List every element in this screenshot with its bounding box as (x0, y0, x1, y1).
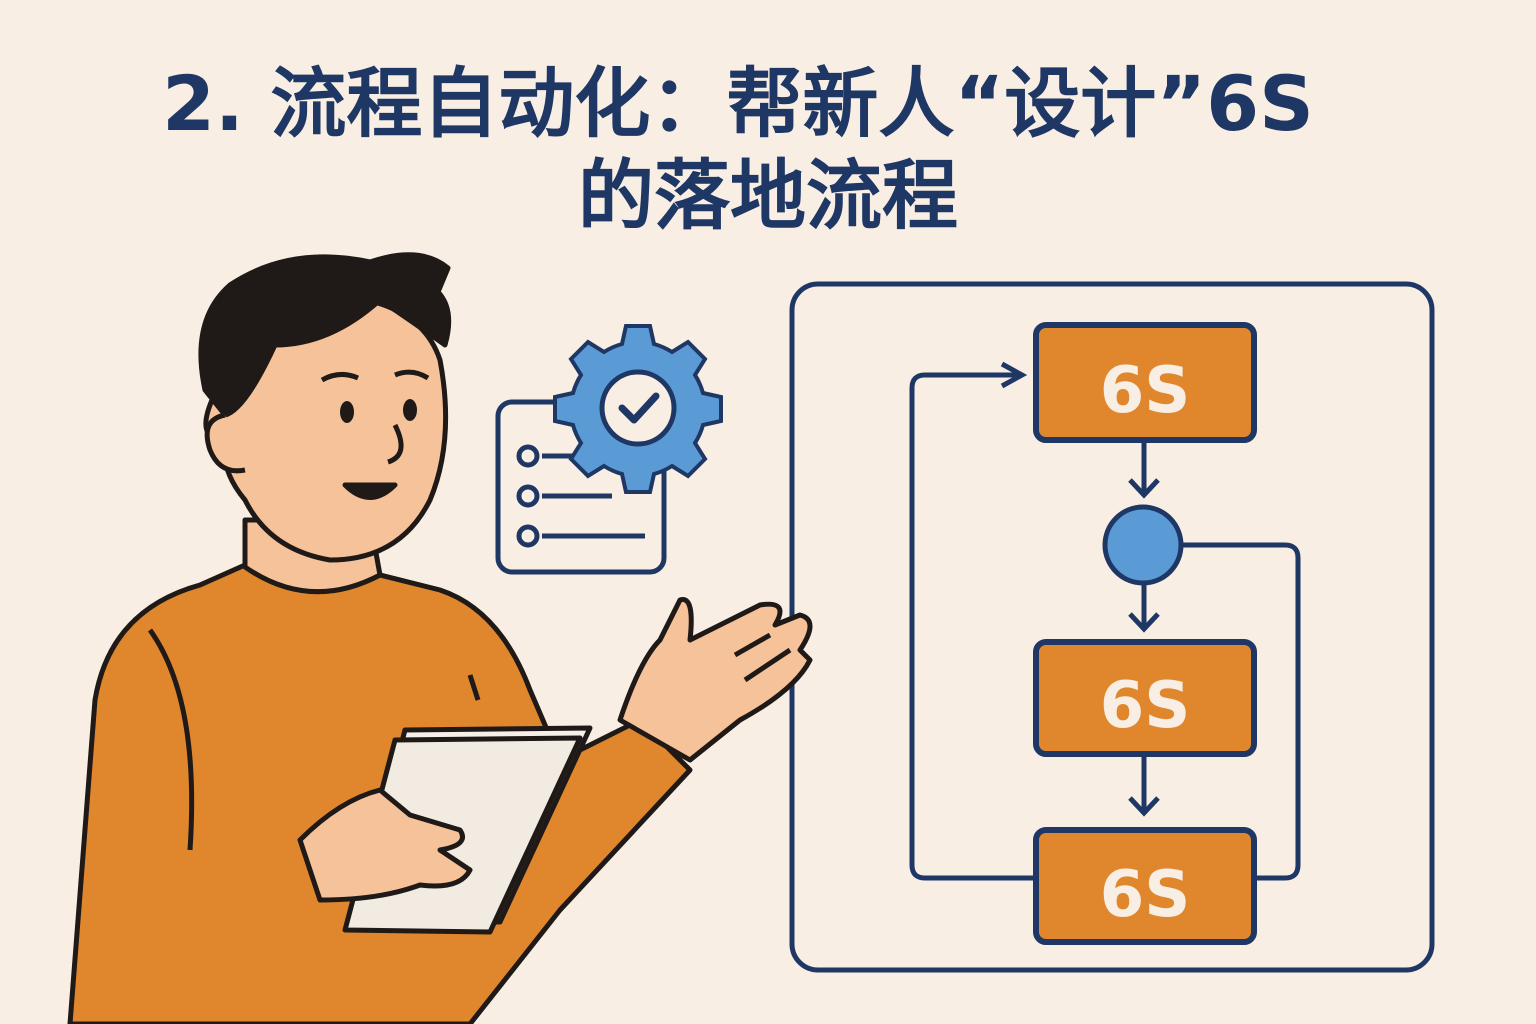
arrowhead (1000, 361, 1028, 389)
title-line-2: 的落地流程 (578, 151, 958, 240)
arrow-down-1 (1128, 440, 1160, 499)
gear-check-icon (553, 324, 723, 494)
arrow-down-3 (1128, 754, 1160, 817)
loop-arrow-left (909, 372, 1036, 881)
title-line-1: 2. 流程自动化：帮新人“设计”6S (162, 59, 1314, 148)
arrow-down-2 (1128, 583, 1160, 633)
flow-box-1: 6S (1033, 322, 1257, 443)
flow-box-label: 6S (1100, 354, 1191, 428)
flow-box-label: 6S (1100, 858, 1191, 932)
flow-box-2: 6S (1033, 639, 1257, 757)
decision-node (1102, 504, 1184, 586)
flow-box-label: 6S (1100, 669, 1191, 743)
person-illustration (67, 252, 813, 1024)
loop-arrow-right (1182, 542, 1301, 881)
flow-box-3: 6S (1033, 827, 1257, 945)
